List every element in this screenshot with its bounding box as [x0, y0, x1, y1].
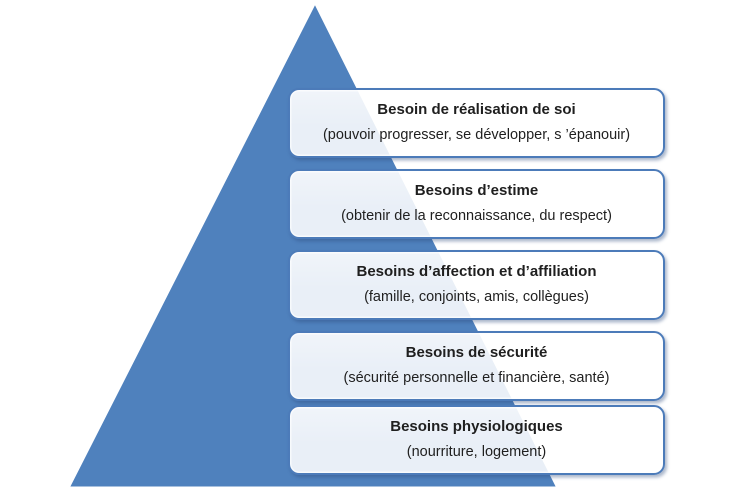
level-subtitle: (famille, conjoints, amis, collègues)	[364, 289, 589, 306]
level-box-physiological: Besoins physiologiques (nourriture, loge…	[288, 405, 665, 475]
level-title: Besoins physiologiques	[390, 417, 563, 435]
level-box-love-belonging: Besoins d’affection et d’affiliation (fa…	[288, 250, 665, 320]
level-subtitle: (obtenir de la reconnaissance, du respec…	[341, 208, 612, 225]
level-subtitle: (sécurité personnelle et financière, san…	[343, 370, 610, 387]
level-title: Besoin de réalisation de soi	[377, 100, 576, 118]
level-subtitle: (pouvoir progresser, se développer, s ’é…	[322, 127, 631, 144]
level-title: Besoins d’estime	[414, 181, 539, 199]
level-box-esteem: Besoins d’estime (obtenir de la reconnai…	[288, 169, 665, 239]
level-box-self-actualization: Besoin de réalisation de soi (pouvoir pr…	[288, 88, 665, 158]
level-box-safety: Besoins de sécurité (sécurité personnell…	[288, 331, 665, 401]
level-title: Besoins de sécurité	[405, 343, 548, 361]
level-title: Besoins d’affection et d’affiliation	[356, 262, 597, 280]
level-subtitle: (nourriture, logement)	[406, 444, 547, 461]
